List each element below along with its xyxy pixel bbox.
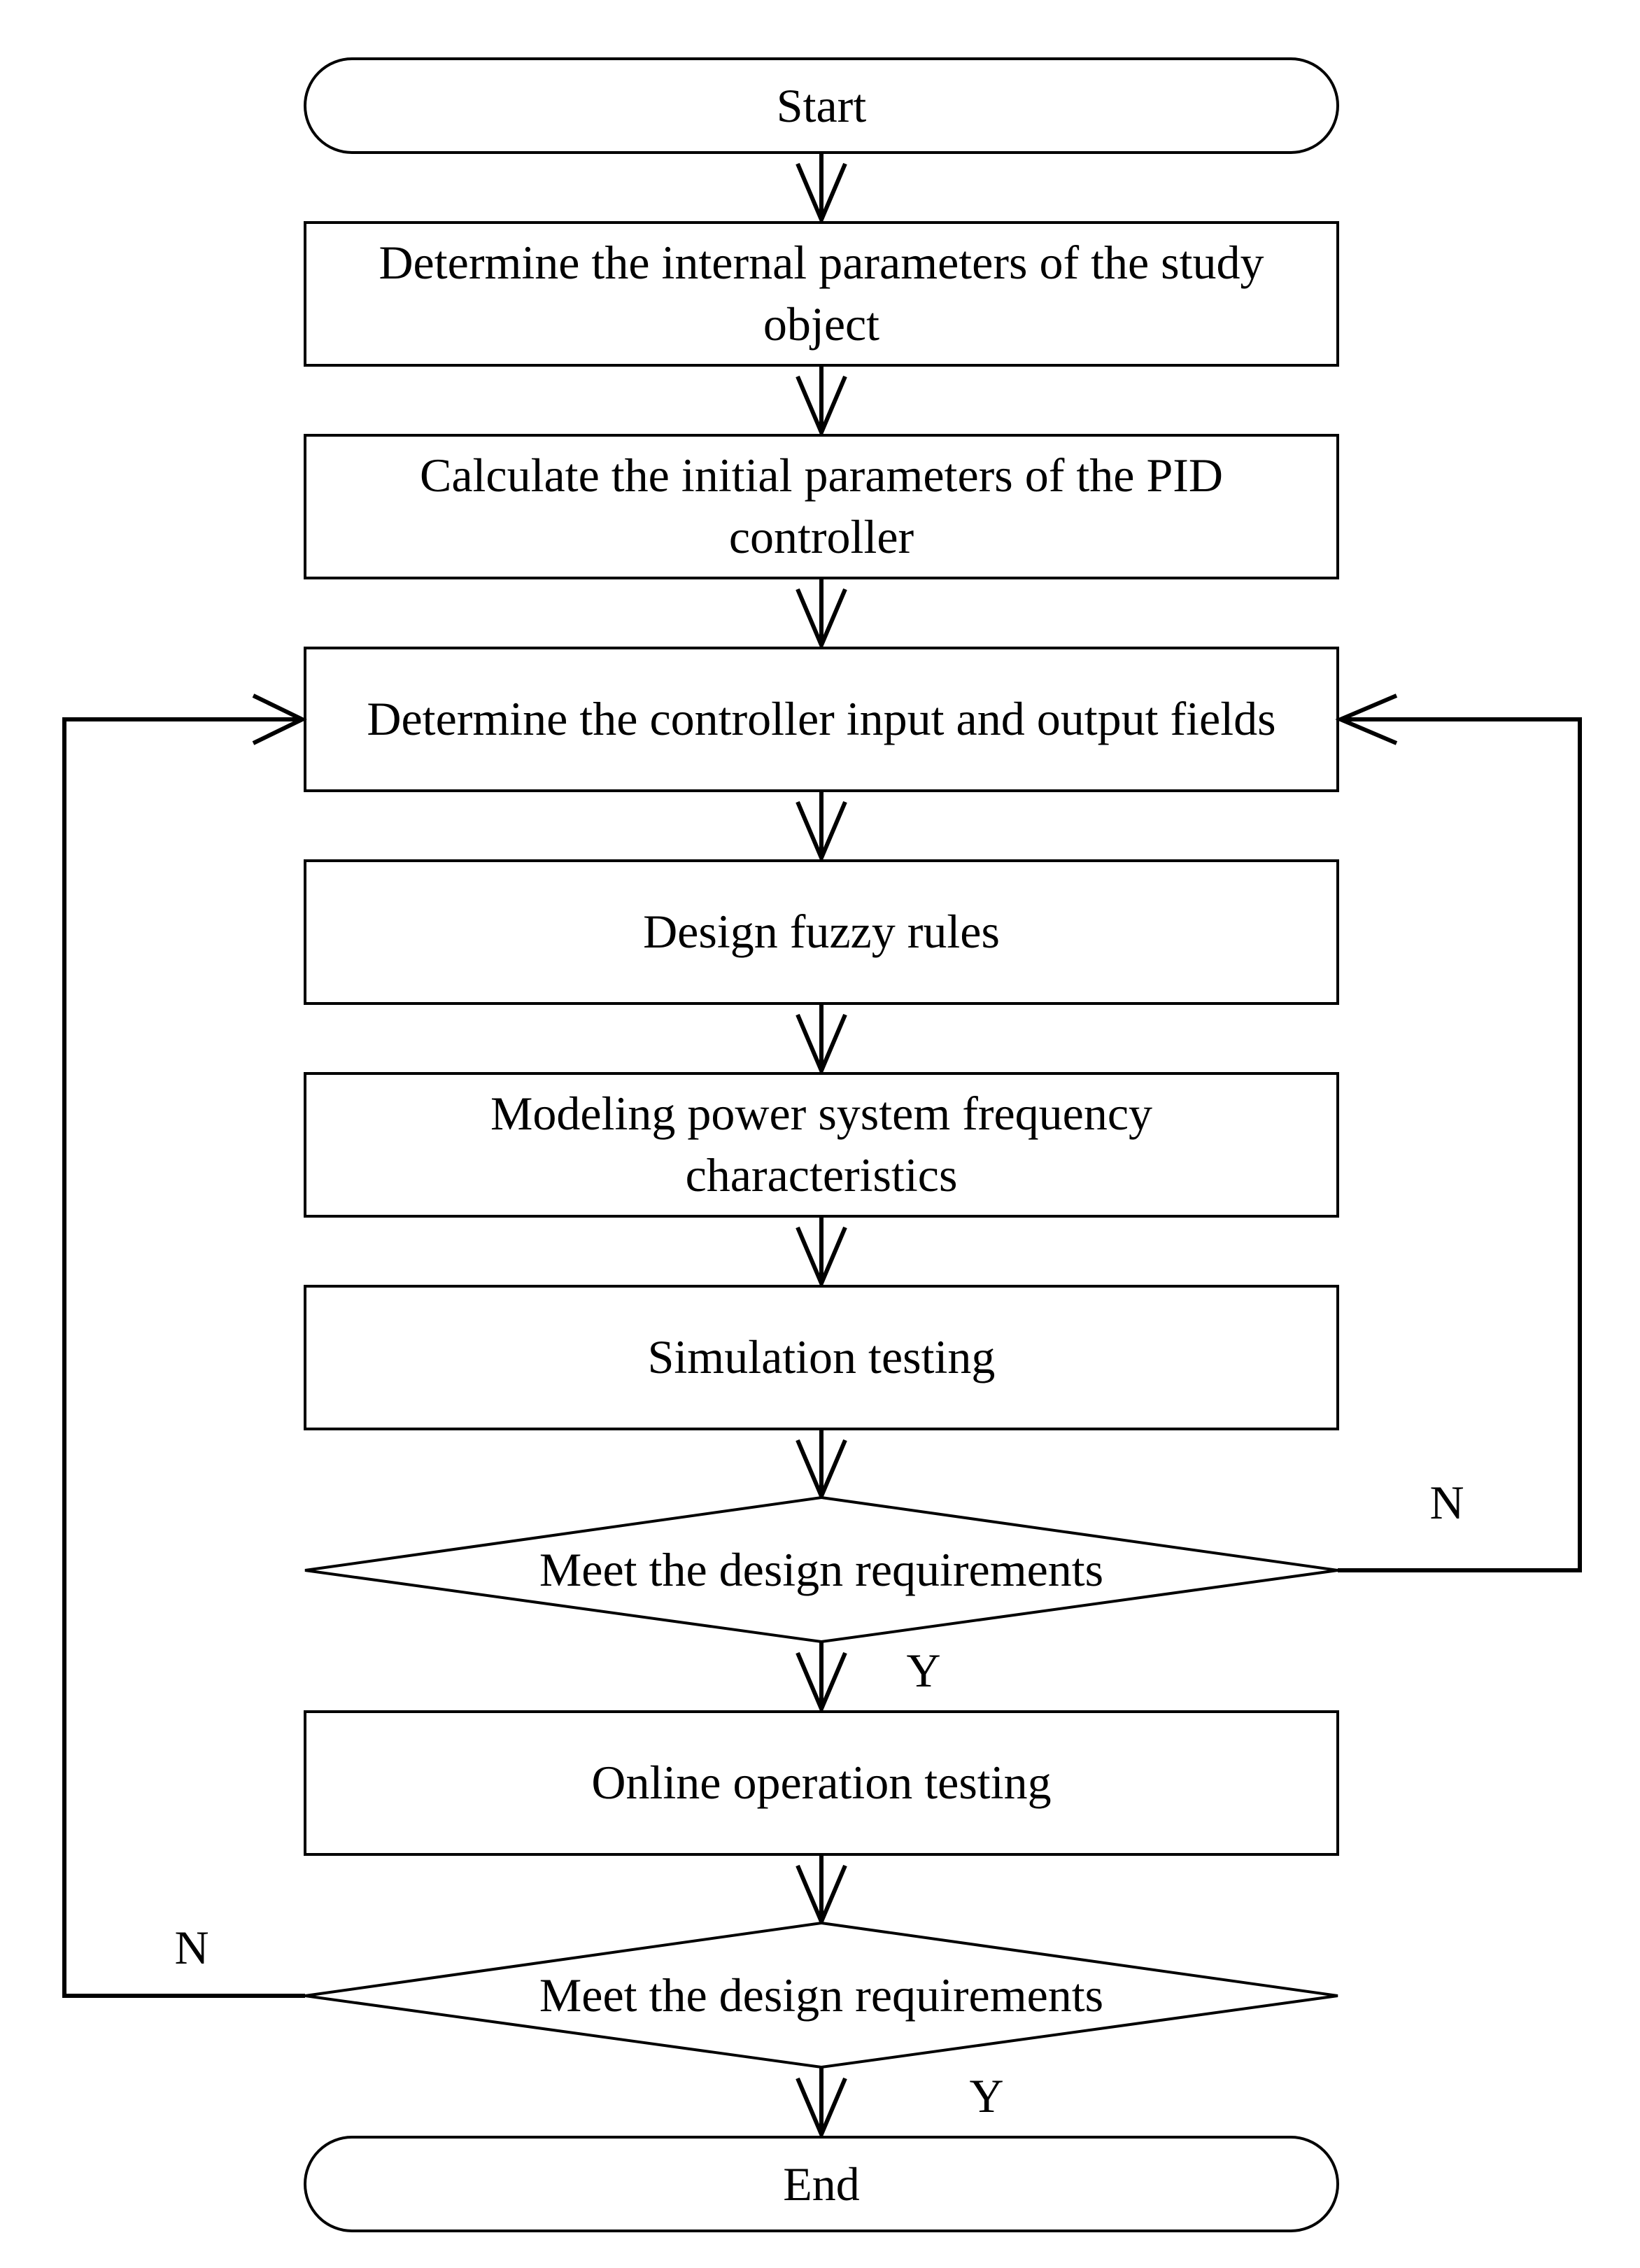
decision2-yes-label: Y: [969, 2069, 1003, 2122]
step4-label: Design fuzzy rules: [643, 905, 1000, 958]
step1-label-line2: object: [763, 297, 879, 351]
decision2-no-label: N: [174, 1921, 208, 1974]
loop-decision1-no-to-step3: [1335, 693, 1582, 1572]
end-label: End: [783, 2157, 860, 2211]
step2-label-line1: Calculate the initial parameters of the …: [420, 449, 1223, 502]
decision2-label: Meet the design requirements: [539, 1968, 1103, 2022]
step5-label-line2: characteristics: [686, 1148, 958, 1202]
step-design-fuzzy-rules: Design fuzzy rules: [304, 859, 1339, 1005]
decision-meet-requirements-1: Meet the design requirements: [304, 1495, 1338, 1644]
decision1-no-label: N: [1429, 1476, 1464, 1529]
start-label: Start: [777, 79, 867, 132]
arrow-step6-to-decision1: [796, 1429, 847, 1502]
arrow-start-to-step1: [796, 153, 847, 225]
step-determine-internal-parameters: Determine the internal parameters of the…: [304, 221, 1339, 367]
start-node: Start: [304, 57, 1339, 154]
arrow-step7-to-decision2: [796, 1854, 847, 1927]
end-node: End: [304, 2136, 1339, 2232]
step2-label-line2: controller: [729, 510, 914, 563]
decision1-label: Meet the design requirements: [539, 1543, 1103, 1596]
arrow-step4-to-step5: [796, 1003, 847, 1076]
arrow-step3-to-step4: [796, 791, 847, 864]
step6-label: Simulation testing: [648, 1330, 996, 1383]
step-modeling-frequency-characteristics: Modeling power system frequency characte…: [304, 1072, 1339, 1218]
arrow-decision2-yes-to-end: [796, 2067, 847, 2140]
step-online-operation-testing: Online operation testing: [304, 1710, 1339, 1856]
step5-label-line1: Modeling power system frequency: [490, 1087, 1152, 1140]
step3-label: Determine the controller input and outpu…: [367, 692, 1275, 745]
arrow-step1-to-step2: [796, 365, 847, 438]
step-calculate-pid-parameters: Calculate the initial parameters of the …: [304, 434, 1339, 579]
arrow-decision1-yes-to-step7: [796, 1642, 847, 1714]
loop-decision2-no-to-step3: [62, 693, 307, 1998]
arrow-step5-to-step6: [796, 1216, 847, 1289]
decision-meet-requirements-2: Meet the design requirements: [304, 1921, 1338, 2069]
step1-label-line1: Determine the internal parameters of the…: [379, 236, 1264, 289]
step-simulation-testing: Simulation testing: [304, 1285, 1339, 1430]
decision1-yes-label: Y: [906, 1644, 940, 1697]
arrow-step2-to-step3: [796, 578, 847, 651]
step-determine-input-output-fields: Determine the controller input and outpu…: [304, 647, 1339, 792]
step7-label: Online operation testing: [591, 1756, 1051, 1809]
